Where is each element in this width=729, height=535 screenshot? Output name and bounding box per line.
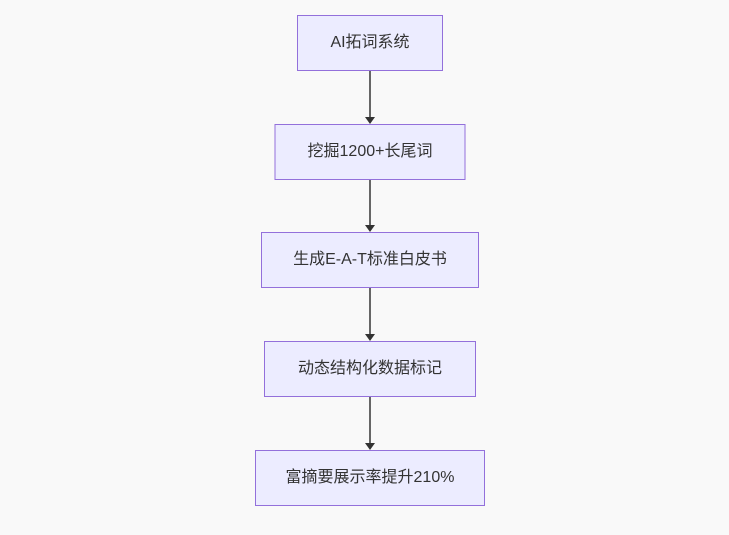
flow-node-mine-longtail-keywords: 挖掘1200+长尾词 (274, 124, 466, 180)
flow-edge-4 (364, 397, 376, 450)
flow-node-dynamic-structured-data-markup: 动态结构化数据标记 (264, 341, 476, 397)
arrowhead-down-icon (365, 117, 375, 124)
flow-edge-3 (364, 288, 376, 341)
arrowhead-down-icon (365, 334, 375, 341)
flow-edge-2 (364, 180, 376, 232)
edge-line (369, 288, 371, 336)
flow-node-rich-snippet-rate-increase: 富摘要展示率提升210% (255, 450, 485, 506)
flow-node-ai-keyword-system: AI拓词系统 (297, 15, 443, 71)
arrowhead-down-icon (365, 225, 375, 232)
edge-line (369, 71, 371, 119)
flow-edge-1 (364, 71, 376, 124)
arrowhead-down-icon (365, 443, 375, 450)
edge-line (369, 180, 371, 227)
flow-node-generate-eat-whitepaper: 生成E-A-T标准白皮书 (261, 232, 479, 288)
edge-line (369, 397, 371, 445)
